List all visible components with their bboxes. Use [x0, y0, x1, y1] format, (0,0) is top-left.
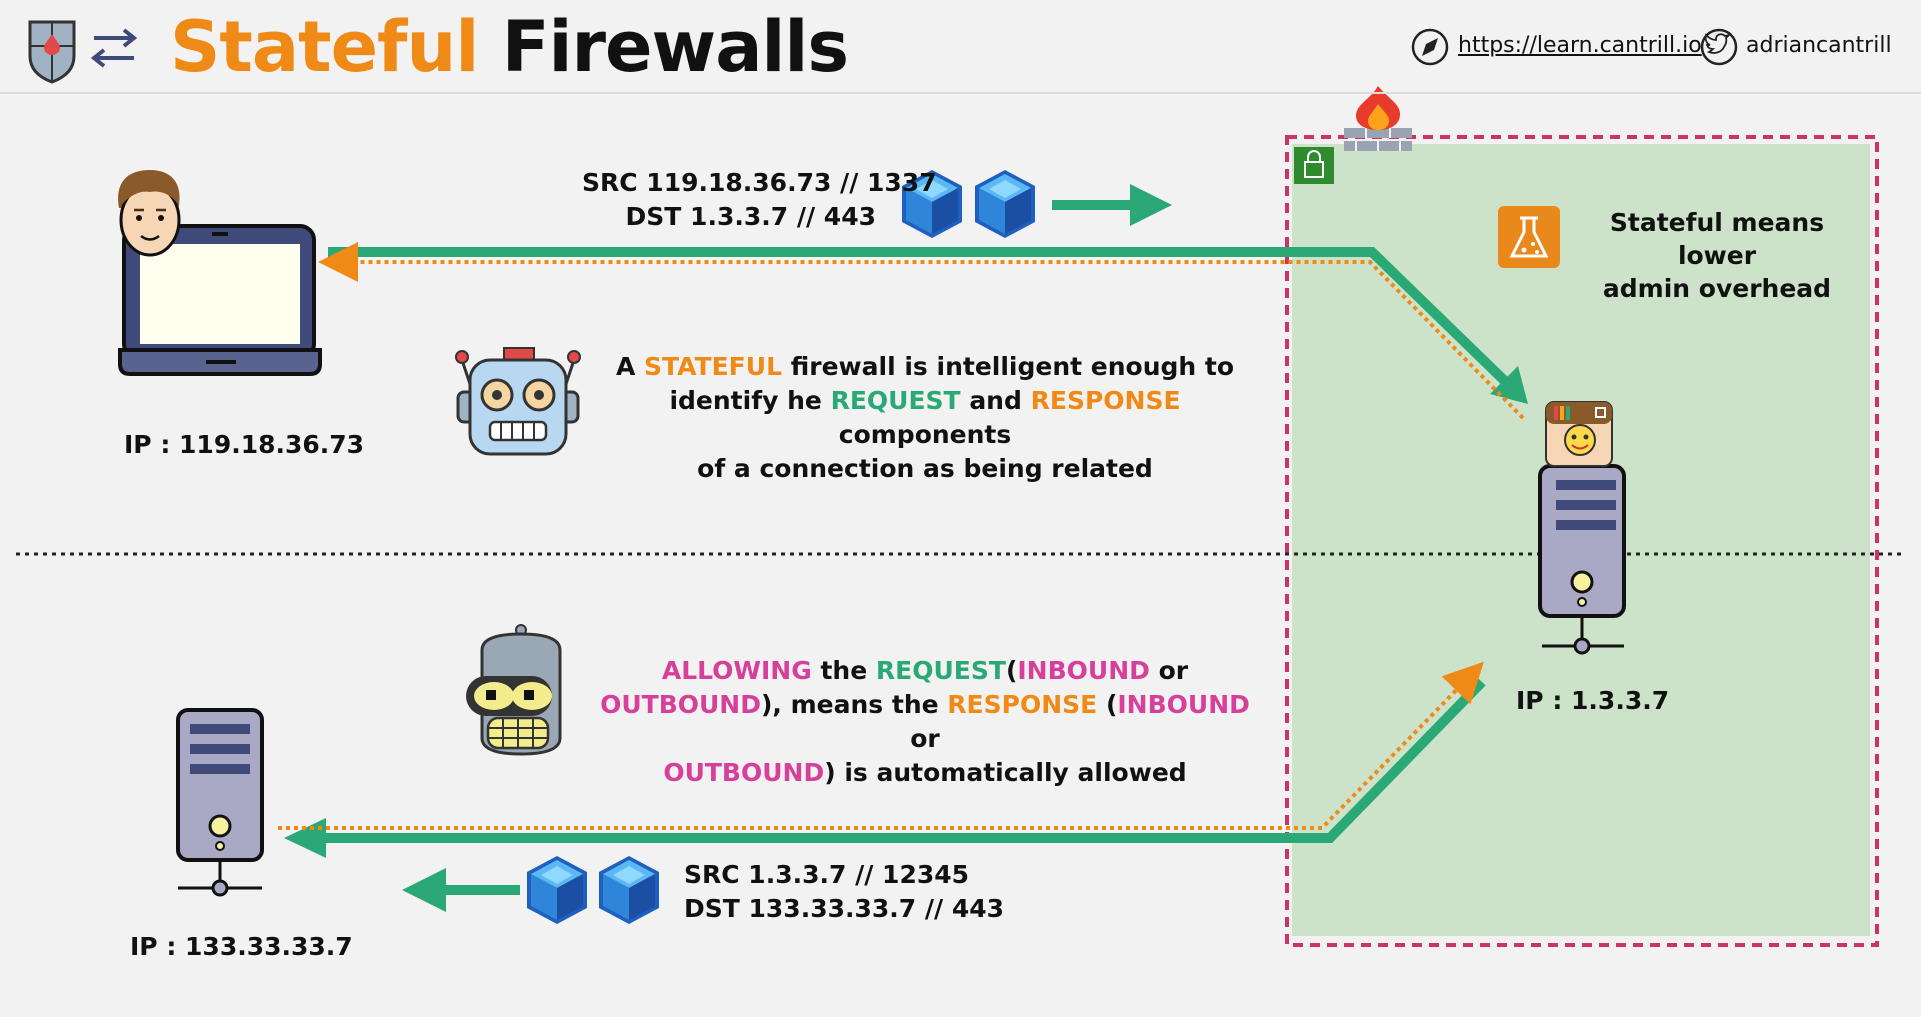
keyword-stateful: STATEFUL — [644, 352, 782, 381]
request-path — [328, 247, 1516, 392]
header-divider — [0, 92, 1921, 94]
laptop-icon — [118, 224, 322, 376]
website-link-text[interactable]: https://learn.cantrill.io — [1458, 33, 1702, 58]
packet-out-label: SRC 119.18.36.73 // 1337 DST 1.3.3.7 // … — [582, 166, 937, 234]
side-note-line1: Stateful means lower — [1609, 208, 1825, 270]
packet-cube-icon — [902, 170, 962, 238]
text-fragment: or — [1158, 656, 1189, 685]
text-fragment: and — [969, 386, 1022, 415]
response-path — [318, 242, 1525, 420]
text-fragment: ), means the — [760, 690, 939, 719]
text-fragment: the — [820, 656, 868, 685]
packet-out-src: SRC 119.18.36.73 // 1337 — [582, 168, 937, 197]
twitter-icon — [1700, 28, 1738, 66]
text-fragment: A — [615, 352, 636, 381]
side-note: Stateful means lower admin overhead — [1572, 206, 1862, 305]
keyword-inbound: INBOUND — [1017, 656, 1150, 685]
person-avatar-icon — [118, 170, 181, 257]
lower-green-path — [318, 678, 1486, 843]
keyword-allowing: ALLOWING — [661, 656, 812, 685]
flask-badge-icon — [1498, 206, 1560, 268]
packet-in-dst: DST 133.33.33.7 // 443 — [684, 894, 1005, 923]
page-title-main: Firewalls — [501, 6, 849, 88]
keyword-outbound: OUTBOUND — [663, 758, 825, 787]
remote-server-icon — [176, 708, 264, 897]
website-link[interactable]: https://learn.cantrill.io — [1458, 33, 1702, 58]
transfer-arrows-icon — [90, 28, 138, 68]
packet-cube-icon — [527, 856, 587, 924]
app-badge-icon — [1545, 401, 1613, 467]
text-fragment: ( — [1005, 656, 1018, 685]
client-ip-label: IP : 119.18.36.73 — [124, 430, 365, 459]
direction-arrow-right — [1052, 184, 1172, 226]
compass-icon — [1411, 28, 1449, 66]
text-fragment: ) is automatically allowed — [824, 758, 1187, 787]
explanation-allowing: ALLOWING the REQUEST(INBOUND or OUTBOUND… — [600, 654, 1250, 790]
keyword-request: REQUEST — [830, 386, 961, 415]
keyword-request: REQUEST — [875, 656, 1006, 685]
side-note-line2: admin overhead — [1602, 274, 1832, 303]
keyword-outbound: OUTBOUND — [600, 690, 761, 719]
keyword-inbound: INBOUND — [1117, 690, 1250, 719]
twitter-handle[interactable]: adriancantrill — [1746, 33, 1892, 58]
text-fragment: firewall is intelligent enough to — [790, 352, 1235, 381]
padlock-icon — [1294, 147, 1334, 184]
packet-cube-icon — [599, 856, 659, 924]
direction-arrow-left — [402, 868, 520, 912]
text-fragment: or — [910, 724, 940, 753]
keyword-response: RESPONSE — [1030, 386, 1181, 415]
lower-orange-path — [278, 661, 1484, 830]
robot-icon — [455, 347, 581, 456]
page-title-accent: Stateful — [170, 6, 479, 88]
page-title: Stateful Firewalls — [170, 6, 849, 88]
text-fragment: of a connection as being related — [697, 454, 1153, 483]
lower-green-arrowhead — [284, 818, 326, 858]
firewall-brick-icon — [1344, 86, 1412, 151]
server-ip-label: IP : 1.3.3.7 — [1516, 686, 1670, 715]
packet-cube-icon — [975, 170, 1035, 238]
shield-logo-icon — [28, 20, 76, 84]
packet-in-src: SRC 1.3.3.7 // 12345 — [684, 860, 970, 889]
explanation-stateful: A STATEFUL firewall is intelligent enoug… — [600, 350, 1250, 486]
remote-ip-label: IP : 133.33.33.7 — [130, 932, 353, 961]
packet-out-dst: DST 1.3.3.7 // 443 — [625, 202, 876, 231]
bender-robot-icon — [466, 624, 562, 756]
text-fragment: ( — [1105, 690, 1118, 719]
packet-in-label: SRC 1.3.3.7 // 12345 DST 133.33.33.7 // … — [684, 858, 1004, 926]
keyword-response: RESPONSE — [947, 690, 1098, 719]
text-fragment: identify he — [669, 386, 822, 415]
text-fragment: components — [838, 420, 1012, 449]
